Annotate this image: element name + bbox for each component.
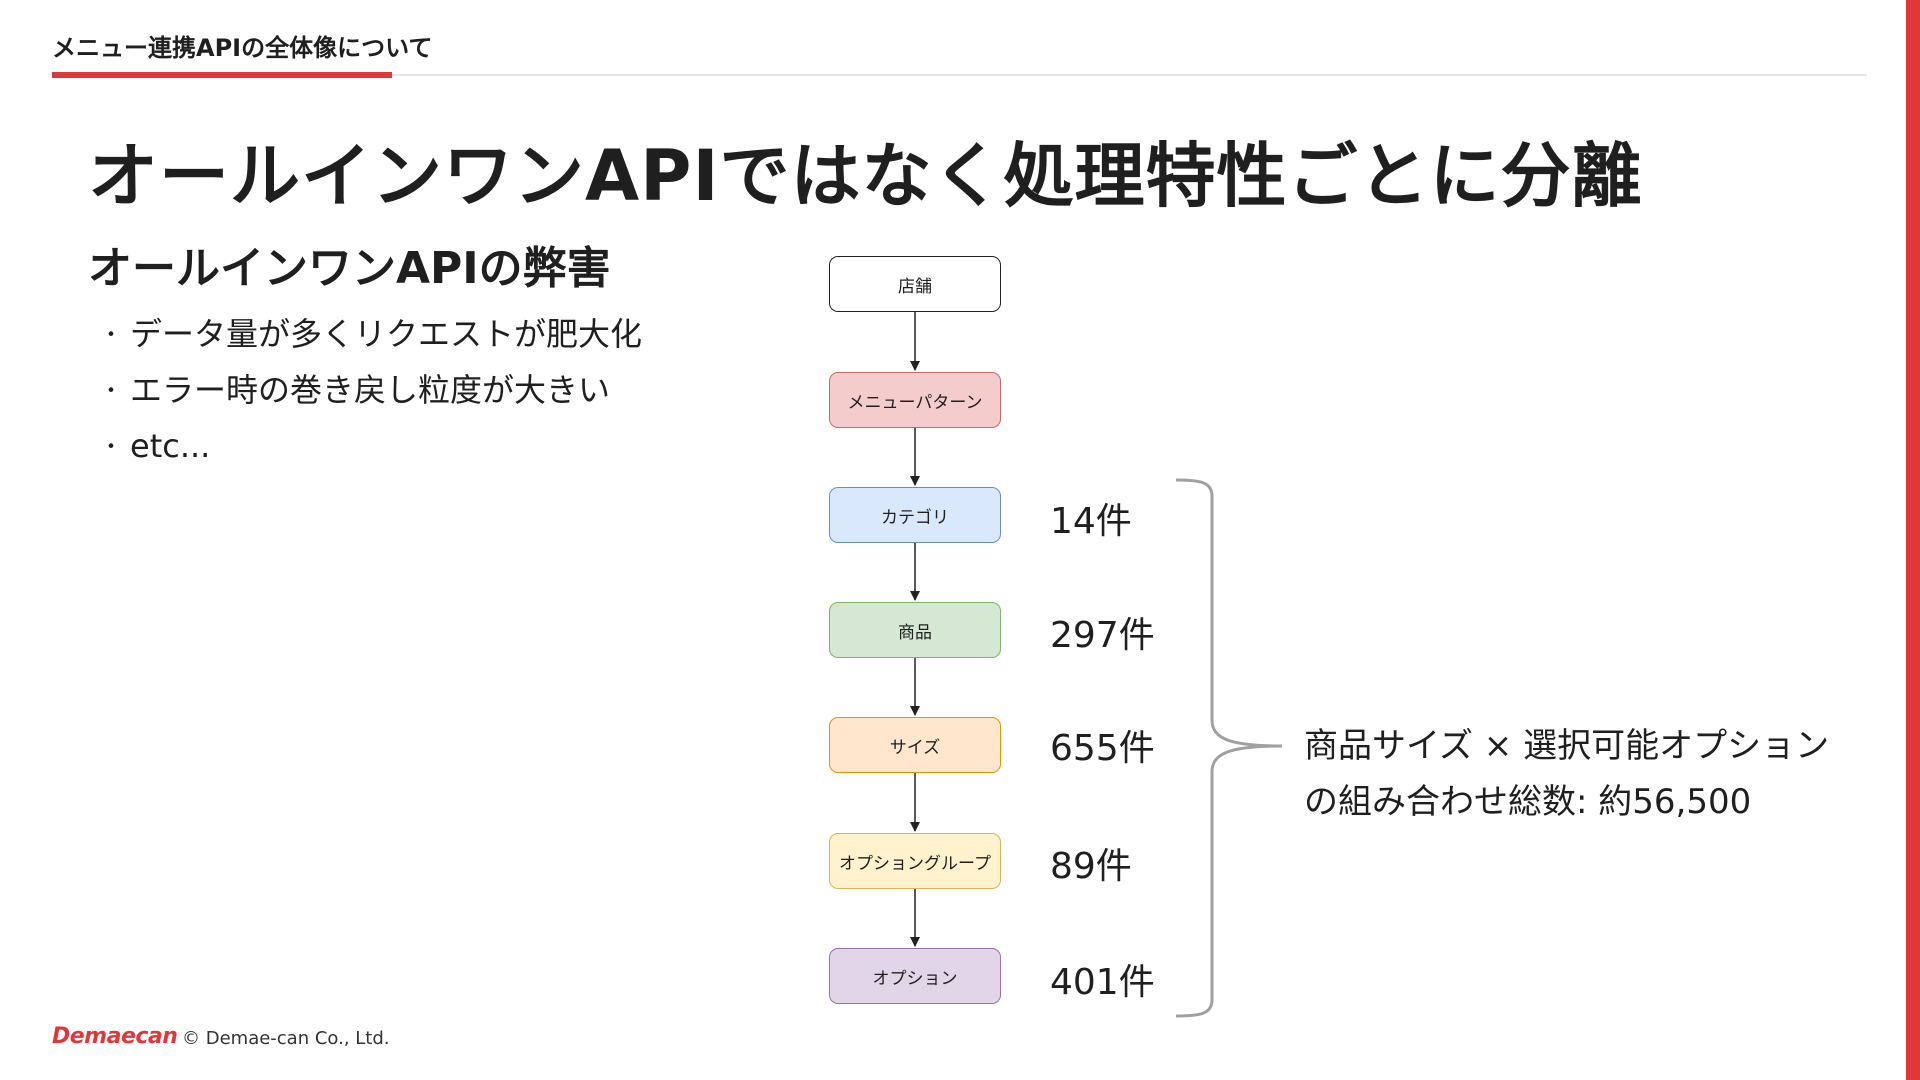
bullet-dot: ・ [100, 323, 123, 348]
combination-note-line1: 商品サイズ × 選択可能オプション [1304, 726, 1830, 766]
right-accent-band [1906, 0, 1920, 1080]
copyright-text: © Demae-can Co., Ltd. [182, 1028, 390, 1049]
category-count: 14件 [1050, 501, 1132, 542]
flow-node-option: オプション [829, 948, 1001, 1004]
bullet-item: ・エラー時の巻き戻し粒度が大きい [100, 368, 642, 424]
flow-node-size: サイズ [829, 717, 1001, 773]
option-count: 401件 [1050, 962, 1155, 1003]
size-count: 655件 [1050, 728, 1155, 769]
flow-node-category: カテゴリ [829, 487, 1001, 543]
bullet-text: データ量が多くリクエストが肥大化 [130, 315, 643, 353]
flow-node-store: 店舗 [829, 256, 1001, 312]
grouping-brace [1175, 478, 1283, 1018]
slide-subtitle: オールインワンAPIの弊害 [88, 243, 611, 294]
bullet-dot: ・ [100, 435, 123, 460]
bullet-item: ・ etc... [100, 424, 642, 480]
slide-title: オールインワンAPIではなく処理特性ごとに分離 [88, 135, 1643, 217]
combination-note: 商品サイズ × 選択可能オプション の組み合わせ総数: 約56,500 [1304, 718, 1829, 830]
bullet-item: ・データ量が多くリクエストが肥大化 [100, 312, 642, 368]
flow-node-product: 商品 [829, 602, 1001, 658]
bullet-list: ・データ量が多くリクエストが肥大化 ・エラー時の巻き戻し粒度が大きい ・etc.… [100, 312, 642, 480]
section-label: メニュー連携APIの全体像について [52, 34, 433, 62]
bullet-dot: ・ [100, 379, 123, 404]
header-accent-bar [52, 72, 392, 78]
combination-note-line2: の組み合わせ総数: 約56,500 [1304, 782, 1752, 822]
bullet-text: etc... [130, 427, 211, 465]
bullet-text: エラー時の巻き戻し粒度が大きい [130, 371, 611, 409]
product-count: 297件 [1050, 615, 1155, 656]
flow-node-menu-pattern: メニューパターン [829, 372, 1001, 428]
demaecan-logo: Demaecan [52, 1024, 178, 1049]
option-group-count: 89件 [1050, 846, 1132, 887]
header-divider [52, 74, 1867, 76]
flow-node-option-group: オプショングループ [829, 833, 1001, 889]
